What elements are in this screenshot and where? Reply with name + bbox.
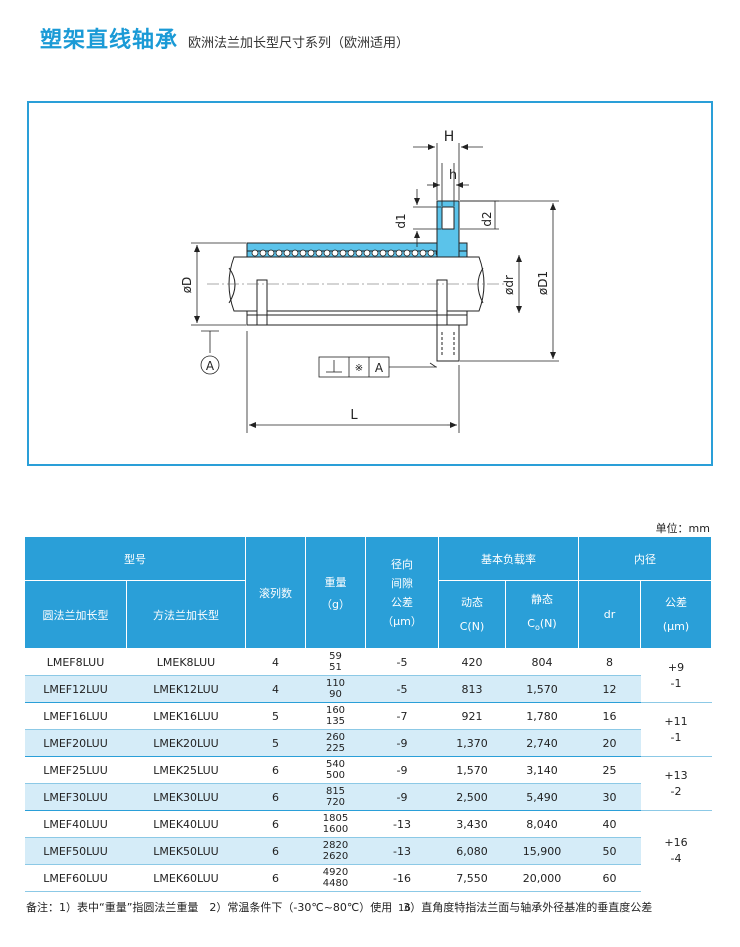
- tolerance-cell: +16-4: [640, 810, 712, 892]
- flange: [436, 200, 460, 362]
- ball-row: [251, 249, 459, 257]
- header-rows: 滚列数: [245, 536, 306, 649]
- label-D1: øD1: [536, 271, 550, 295]
- header-dynamic: 动态 C(N): [438, 580, 506, 649]
- header-tol: 公差 (μm): [640, 580, 712, 649]
- label-H: H: [444, 129, 455, 145]
- tolerance-cell: +11-1: [640, 702, 712, 757]
- datum-A: [200, 330, 220, 375]
- header-static: 静态 Co(N): [505, 580, 579, 649]
- title-subtitle: 欧洲法兰加长型尺寸系列（欧洲适用）: [188, 36, 410, 51]
- header-model: 型号: [24, 536, 246, 581]
- header-load: 基本负载率: [438, 536, 579, 581]
- header-dr: dr: [578, 580, 641, 649]
- label-d2: d2: [480, 211, 494, 226]
- header-bore: 内径: [578, 536, 712, 581]
- footnote: 备注：1）表中“重量”指圆法兰重量 2）常温条件下（-30℃~80℃）使用 3）…: [26, 901, 653, 914]
- page-number: 16: [398, 903, 411, 914]
- dim-h: [427, 163, 469, 206]
- header-round: 圆法兰加长型: [24, 580, 127, 649]
- dim-d1: [413, 189, 441, 247]
- dim-H: [413, 143, 483, 200]
- page-title: 塑架直线轴承 欧洲法兰加长型尺寸系列（欧洲适用）: [40, 22, 409, 56]
- dim-L: [246, 331, 460, 433]
- frame-datum: A: [375, 361, 384, 375]
- header-clearance: 径向 间隙 公差 （μm）: [365, 536, 439, 649]
- spec-table: 型号 滚列数 重量 （g） 径向 间隙 公差 （μm） 基本负载率 内径 圆法兰…: [24, 536, 712, 892]
- frame-symbol-icon: ※: [355, 363, 363, 374]
- label-A: A: [206, 359, 215, 373]
- label-h: h: [449, 168, 457, 183]
- technical-drawing: H h d1 d2 ødr: [27, 101, 713, 466]
- label-D: øD: [180, 277, 194, 294]
- perpendicularity-frame: ※: [318, 356, 437, 378]
- header-weight: 重量 （g）: [305, 536, 366, 649]
- dim-D1: [460, 200, 559, 362]
- dim-D: [191, 242, 246, 326]
- unit-label: 单位：mm: [655, 522, 710, 535]
- label-dr: ødr: [502, 275, 516, 295]
- bearing-diagram: H h d1 d2 ødr: [180, 129, 559, 433]
- header-square: 方法兰加长型: [126, 580, 246, 649]
- tolerance-cell: +13-2: [640, 756, 712, 811]
- tolerance-cell: +9-1: [640, 648, 712, 703]
- label-L: L: [350, 408, 358, 423]
- title-main: 塑架直线轴承: [40, 28, 179, 53]
- label-d1: d1: [394, 213, 408, 228]
